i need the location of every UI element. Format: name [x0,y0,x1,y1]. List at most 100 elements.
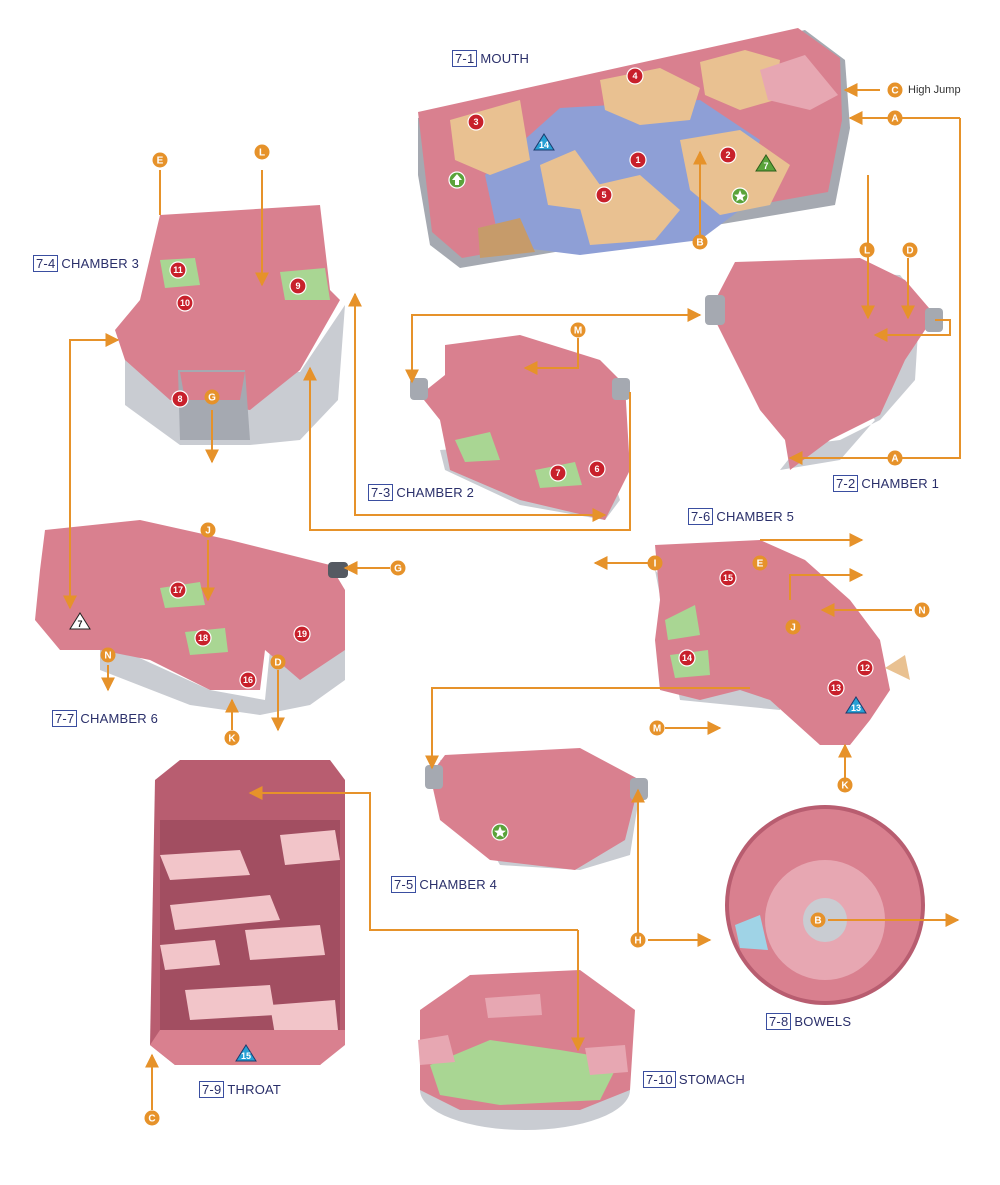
connector-l-ch1: L [859,242,875,258]
connector-d-ch1: D [902,242,918,258]
connector-n-ch6: N [100,647,116,663]
marker-7: 7 [549,464,567,482]
svg-text:19: 19 [297,629,307,639]
connector-l-ch3: L [254,144,270,160]
room-label-chamber-4: 7-5 CHAMBER 4 [391,876,497,893]
marker-16: 16 [239,671,257,689]
connector-m-ch2: M [570,322,586,338]
connector-e-ch3: E [152,152,168,168]
svg-text:A: A [891,114,898,125]
room-label-mouth: 7-1 MOUTH [452,50,529,67]
svg-text:K: K [841,781,849,792]
svg-text:9: 9 [295,281,300,291]
room-code: 7-7 [52,710,78,727]
marker-11: 11 [169,261,187,279]
room-name: CHAMBER 6 [80,711,159,726]
high-jump-note: High Jump [908,84,961,96]
svg-text:8: 8 [177,394,182,404]
svg-text:14: 14 [682,653,692,663]
room-name: STOMACH [678,1072,745,1087]
room-name: CHAMBER 4 [419,877,498,892]
star-icon [491,823,509,841]
room-code: 7-8 [766,1013,792,1030]
svg-text:J: J [205,526,211,537]
marker-8: 8 [171,390,189,408]
blue-triangle-marker-13: 13 [845,696,867,714]
svg-text:L: L [864,246,870,257]
svg-text:6: 6 [594,464,599,474]
svg-text:N: N [918,606,925,617]
red-markers: 1 2 3 4 5 6 7 8 9 10 11 12 13 14 15 16 1… [169,67,874,697]
connector-c-mouth: C [887,82,903,98]
svg-text:17: 17 [173,585,183,595]
room-bowels [725,805,925,1005]
svg-text:4: 4 [632,71,637,81]
svg-text:D: D [906,246,913,257]
connector-j-ch5: K [837,777,853,793]
connector-b-mouth: B [692,234,708,250]
blue-triangle-marker-14: 14 [533,133,555,151]
marker-12: 12 [856,659,874,677]
svg-text:M: M [653,724,661,735]
marker-15: 15 [719,569,737,587]
svg-text:3: 3 [473,117,478,127]
svg-text:G: G [394,564,402,575]
svg-text:10: 10 [180,298,190,308]
connector-m-ch5: M [649,720,665,736]
marker-13: 13 [827,679,845,697]
svg-text:18: 18 [198,633,208,643]
svg-text:H: H [634,936,641,947]
connector-d-ch6: D [270,654,286,670]
svg-text:B: B [814,916,821,927]
connector-j-ch6: K [224,730,240,746]
svg-text:7: 7 [763,161,768,171]
connector-n-ch5: N [914,602,930,618]
svg-text:15: 15 [723,573,733,583]
marker-3: 3 [467,113,485,131]
room-code: 7-6 [688,508,714,525]
marker-17: 17 [169,581,187,599]
svg-text:14: 14 [539,140,549,150]
marker-19: 19 [293,625,311,643]
svg-text:N: N [104,651,111,662]
connector-e-ch5: E [752,555,768,571]
room-name: CHAMBER 2 [396,485,475,500]
room-label-bowels: 7-8 BOWELS [766,1013,851,1030]
connector-b-bowels: B [810,912,826,928]
room-label-stomach: 7-10 STOMACH [643,1071,745,1088]
svg-text:2: 2 [725,150,730,160]
svg-text:D: D [274,658,281,669]
room-chamber-4 [425,748,648,870]
svg-text:E: E [757,559,764,570]
marker-1: 1 [629,151,647,169]
room-code: 7-5 [391,876,417,893]
connection-lines [63,83,961,1110]
blue-triangle-marker-15: 15 [235,1044,257,1062]
up-arrow-icon [448,171,466,189]
room-chamber-5 [655,540,910,745]
green-icon-markers [448,171,749,841]
svg-text:C: C [148,1114,155,1125]
connector-i-ch6: J [200,522,216,538]
marker-6: 6 [588,460,606,478]
room-label-chamber-2: 7-3 CHAMBER 2 [368,484,474,501]
room-name: MOUTH [480,51,530,66]
room-code: 7-3 [368,484,394,501]
marker-9: 9 [289,277,307,295]
svg-text:J: J [790,623,796,634]
svg-text:I: I [654,559,657,570]
green-triangle-marker-7: 7 [755,154,777,172]
svg-text:K: K [228,734,236,745]
room-code: 7-2 [833,475,859,492]
connector-a-mouth: A [887,110,903,126]
svg-text:M: M [574,326,582,337]
room-code: 7-9 [199,1081,225,1098]
room-throat [150,760,345,1065]
svg-text:L: L [259,148,265,159]
connector-a-ch1: A [887,450,903,466]
svg-text:11: 11 [173,265,183,275]
room-name: CHAMBER 1 [861,476,940,491]
connector-g-ch6: G [390,560,406,576]
svg-text:A: A [891,454,898,465]
svg-text:13: 13 [851,703,861,713]
